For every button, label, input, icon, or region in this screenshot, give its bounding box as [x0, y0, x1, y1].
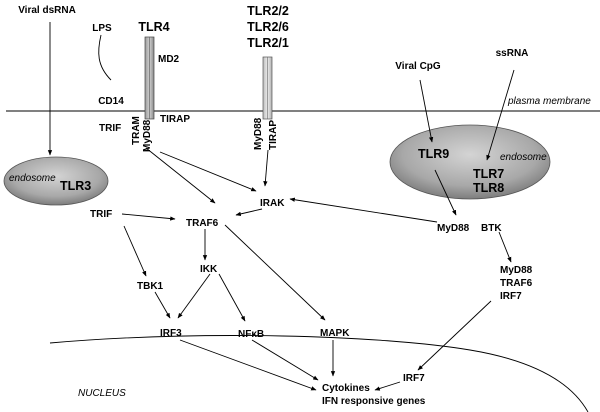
label-myd88-c: MyD88	[500, 265, 533, 276]
arrow-irf7-cytokines	[374, 381, 401, 391]
label-nucleus: NUCLEUS	[78, 388, 126, 399]
lps-cd14-curve	[98, 34, 112, 81]
arrow-ikk-nfkb	[218, 273, 246, 322]
label-trif: TRIF	[90, 209, 112, 220]
label-traf6-c: TRAF6	[500, 278, 533, 289]
label-myd88-b: MyD88	[253, 117, 264, 150]
label-ikk: IKK	[200, 264, 218, 275]
arrow-tbk1-irf3	[154, 291, 171, 319]
label-tlr4: TLR4	[138, 20, 169, 34]
label-tlr3: TLR3	[60, 179, 91, 193]
arrow-btk-myd88c	[498, 231, 512, 263]
label-tlr9: TLR9	[418, 147, 449, 161]
arrow-myd88b-irak	[263, 149, 269, 187]
label-ssrna: ssRNA	[496, 48, 529, 59]
label-irf3: IRF3	[160, 328, 182, 339]
arrow-cpg-tlr9	[419, 79, 434, 143]
label-cytokines: Cytokines	[322, 383, 370, 394]
arrow-traf6-mapk	[224, 224, 326, 321]
label-irf7: IRF7	[403, 373, 425, 384]
label-myd88-btk: MyD88	[437, 223, 470, 234]
label-cd14: CD14	[98, 96, 124, 107]
arrow-irf3-cytokines	[179, 339, 317, 391]
label-tlr2-1: TLR2/1	[247, 36, 289, 50]
label-ifn-genes: IFN responsive genes	[322, 396, 426, 407]
endosome-right	[389, 124, 551, 200]
label-endosome-right: endosome	[500, 152, 547, 163]
arrow-ikk-irf3	[177, 273, 211, 319]
label-tlr2-2: TLR2/2	[247, 4, 289, 18]
arrow-trif-tbk1	[123, 225, 147, 277]
label-trif-top: TRIF	[99, 123, 121, 134]
label-md2: MD2	[158, 54, 180, 65]
label-tlr7: TLR7	[473, 167, 504, 181]
label-btk: BTK	[481, 223, 502, 234]
label-tbk1: TBK1	[137, 281, 164, 292]
nucleus-boundary	[49, 335, 589, 412]
label-endosome-left: endosome	[9, 173, 56, 184]
label-traf6: TRAF6	[186, 218, 219, 229]
label-tlr2-6: TLR2/6	[247, 20, 289, 34]
label-tirap-b: TIRAP	[268, 120, 279, 150]
label-tirap-a: TIRAP	[160, 114, 190, 125]
label-viral-cpg: Viral CpG	[395, 61, 441, 72]
label-lps: LPS	[92, 23, 112, 34]
label-nfkb: NFκB	[238, 329, 264, 340]
arrow-ssrna-tlr7	[486, 69, 515, 161]
arrow-nfkb-cytokines	[251, 339, 319, 381]
arrow-myd88-irak	[159, 151, 257, 192]
label-tlr8: TLR8	[473, 181, 504, 195]
label-irf7-c: IRF7	[500, 291, 522, 302]
label-plasma-membrane: plasma membrane	[507, 96, 591, 107]
arrow-myd88btk-irak	[289, 197, 438, 223]
label-myd88-a: MyD88	[142, 119, 153, 152]
label-irak: IRAK	[260, 198, 285, 209]
label-mapk: MAPK	[320, 328, 350, 339]
arrow-irf7c-irf7	[417, 300, 492, 371]
arrow-trif-traf6-left	[121, 213, 176, 221]
label-viral-dsrna: Viral dsRNA	[18, 5, 76, 16]
endosome-left	[3, 156, 109, 206]
label-tram: TRAM	[131, 116, 142, 145]
arrow-irak-traf6	[235, 208, 263, 217]
arrow-trif-traf6	[145, 147, 216, 204]
arrow-tlr9-myd88	[434, 169, 457, 216]
